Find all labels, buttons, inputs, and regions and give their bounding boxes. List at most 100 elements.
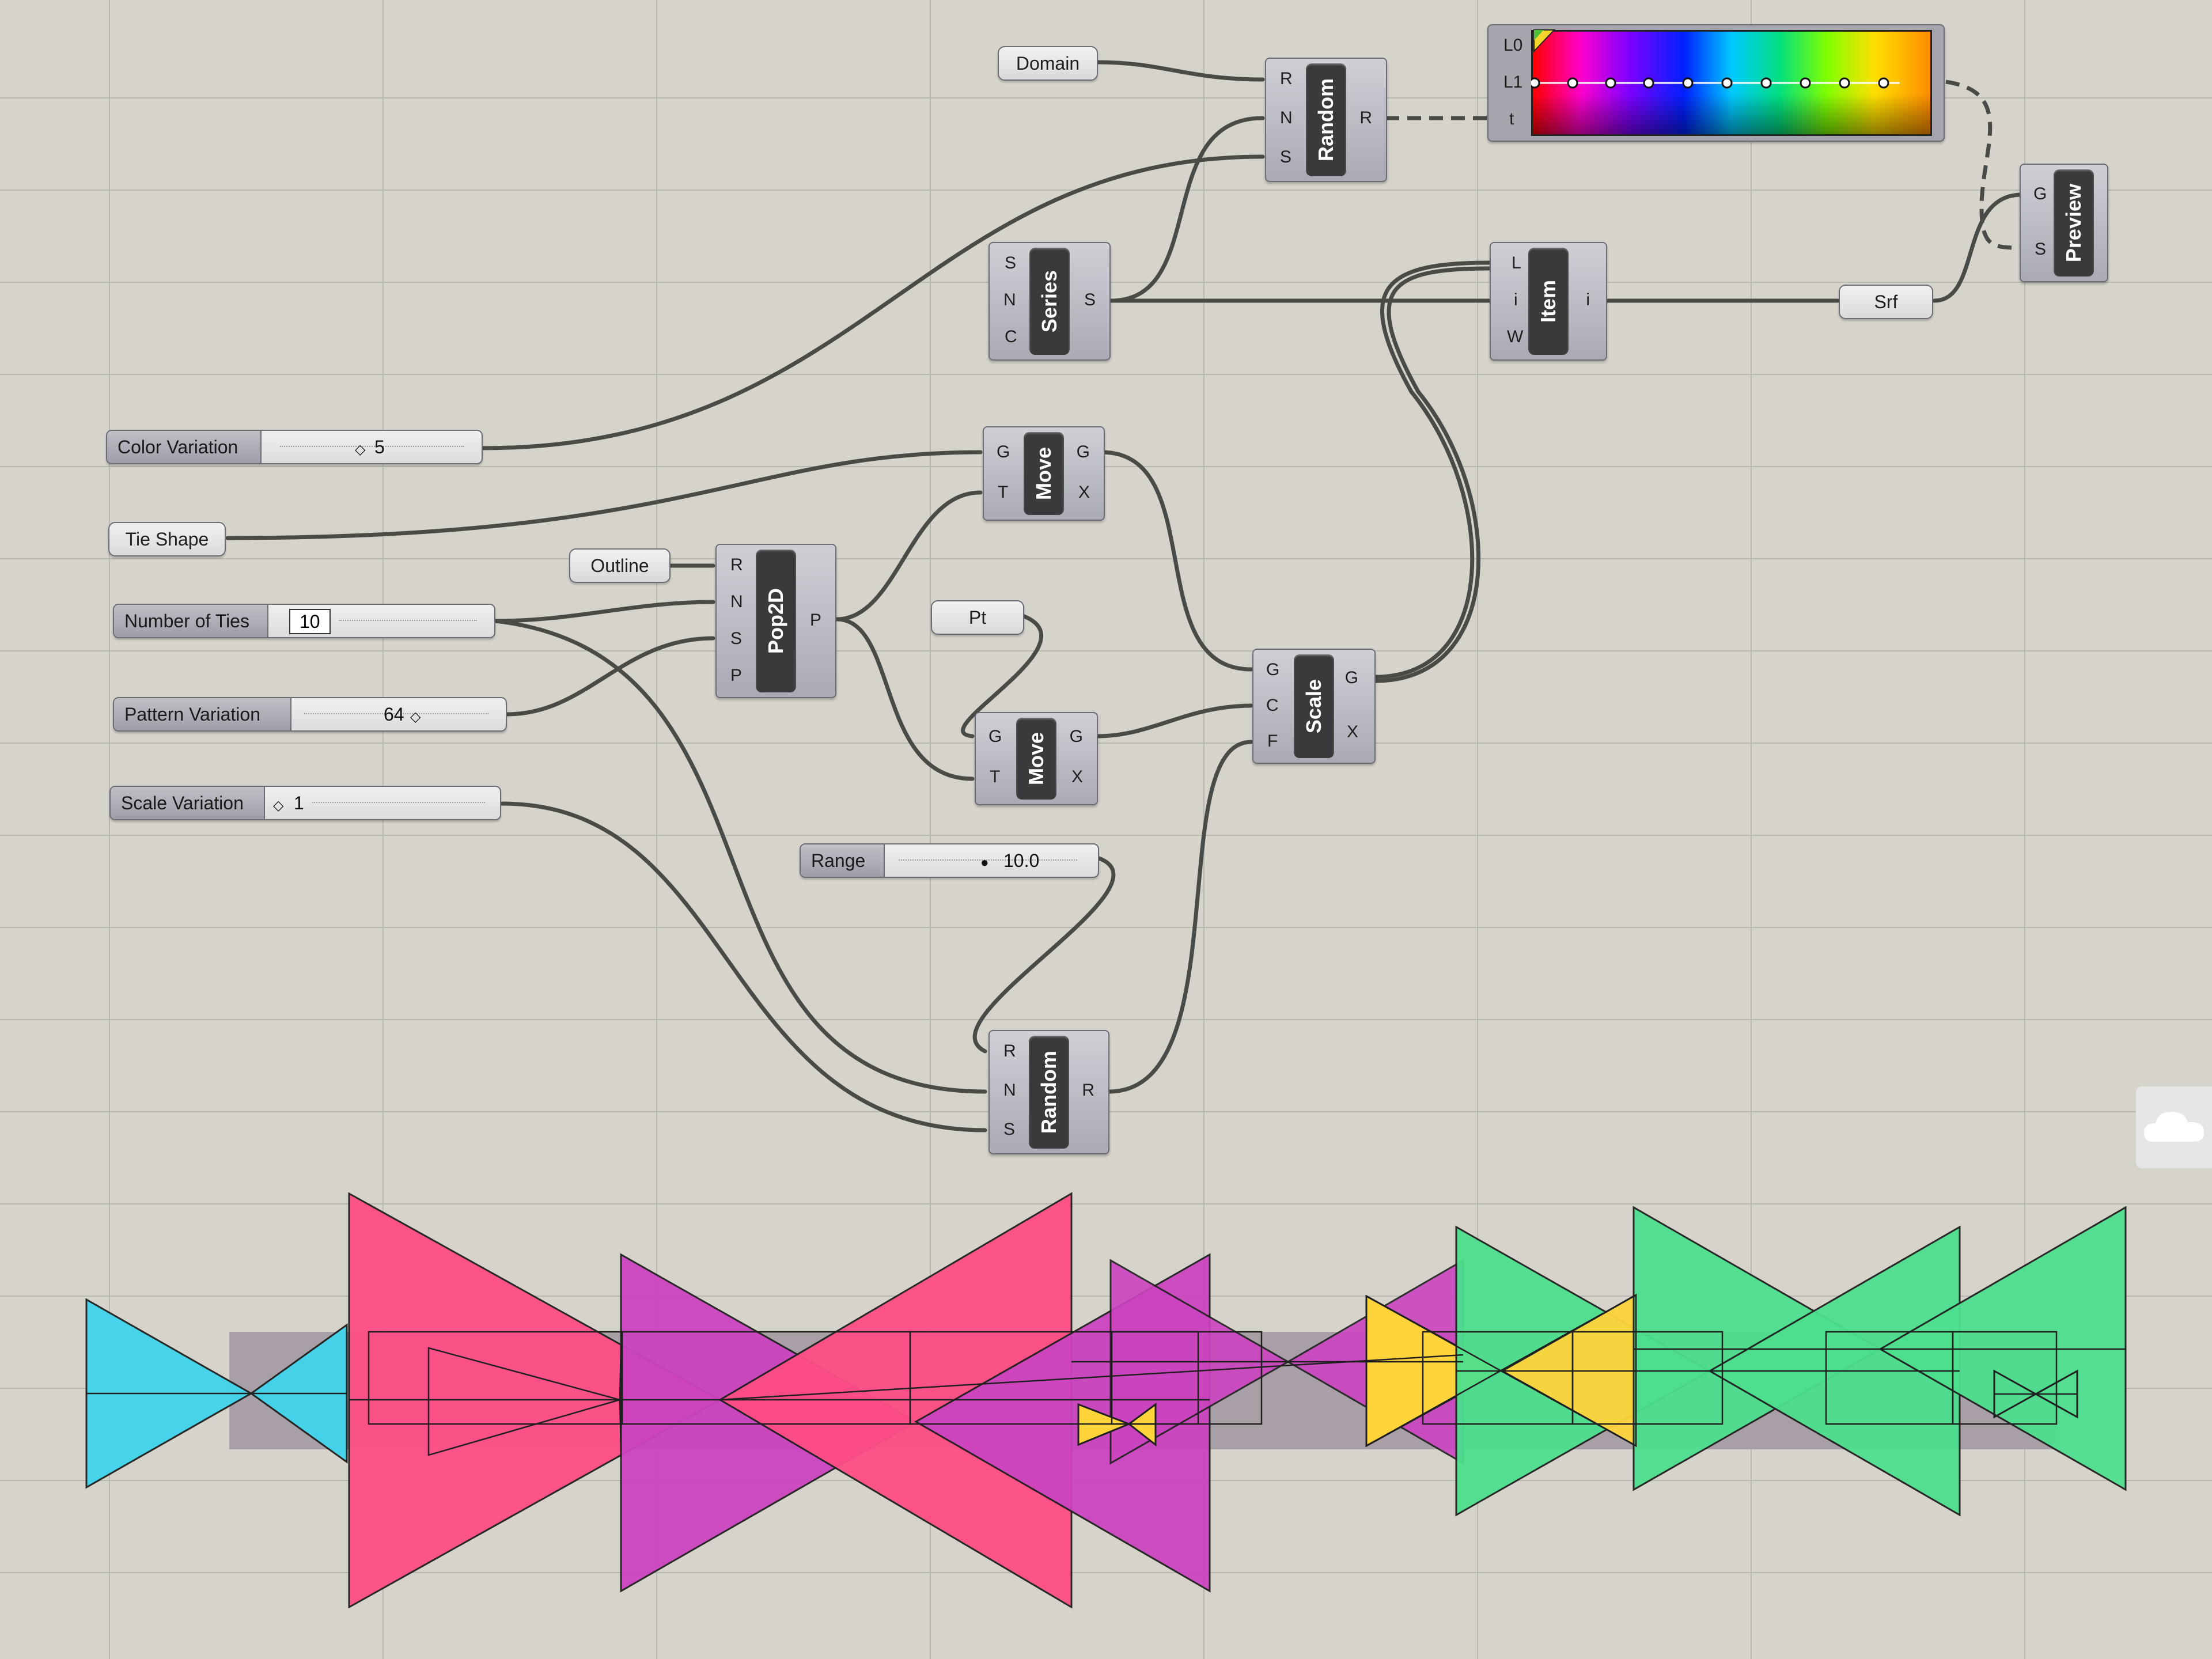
series-title[interactable]: Series	[1029, 248, 1070, 355]
random-top-input-r[interactable]: R	[1280, 69, 1293, 88]
gradient-input-l0[interactable]: L0	[1503, 36, 1523, 55]
series-input-s[interactable]: S	[1005, 253, 1017, 272]
pop2d-input-r[interactable]: R	[730, 555, 743, 574]
preview-input-s[interactable]: S	[2035, 240, 2047, 259]
gradient-component[interactable]: L0 L1 t	[1487, 24, 1945, 142]
tie-shape-param[interactable]: Tie Shape	[108, 522, 226, 556]
random-bottom-output-r[interactable]: R	[1082, 1081, 1094, 1100]
wire-pop2d-move-bottom	[834, 617, 975, 781]
pt-param[interactable]: Pt	[931, 600, 1024, 635]
move-component-top[interactable]: G T Move G X	[983, 426, 1105, 521]
item-output-i[interactable]: i	[1586, 290, 1590, 309]
random-bottom-input-n[interactable]: N	[1003, 1081, 1016, 1100]
move-bottom-input-t[interactable]: T	[990, 767, 1001, 786]
pattern-variation-knob[interactable]: ◇	[410, 709, 421, 725]
gradient-grips[interactable]	[1531, 25, 1934, 141]
wire-scale-random	[500, 801, 987, 1132]
series-input-c[interactable]: C	[1005, 327, 1017, 346]
move-bottom-input-g[interactable]: G	[988, 727, 1002, 746]
random-component-bottom[interactable]: R N S Random R	[988, 1030, 1109, 1154]
srf-param[interactable]: Srf	[1839, 285, 1933, 319]
series-component[interactable]: S N C Series S	[988, 242, 1111, 361]
pop2d-input-s[interactable]: S	[730, 629, 743, 648]
wire-scale-item	[1373, 260, 1491, 679]
scale-variation-track[interactable]	[312, 802, 485, 803]
pop2d-input-n[interactable]: N	[730, 592, 743, 611]
scale-output-x[interactable]: X	[1346, 722, 1358, 741]
move-bottom-output-g[interactable]: G	[1069, 727, 1083, 746]
wire-scale-item-b	[1373, 266, 1491, 683]
wire-num-random	[493, 619, 987, 1094]
random-bottom-input-r[interactable]: R	[1003, 1041, 1016, 1060]
gradient-input-l1[interactable]: L1	[1503, 73, 1523, 92]
range-knob[interactable]: ●	[980, 855, 989, 870]
gradient-input-t[interactable]: t	[1509, 109, 1514, 128]
preview-component[interactable]: G S Preview	[2020, 164, 2108, 282]
number-of-ties-slider[interactable]: Number of Ties 10	[113, 604, 495, 638]
pop2d-input-p[interactable]: P	[730, 666, 743, 685]
scale-variation-slider[interactable]: Scale Variation ◇ 1	[109, 786, 501, 820]
color-variation-slider[interactable]: Color Variation ◇ 5	[106, 430, 483, 464]
item-title[interactable]: Item	[1528, 248, 1569, 355]
scale-input-c[interactable]: C	[1266, 696, 1279, 715]
move-bottom-output-x[interactable]: X	[1071, 767, 1083, 786]
wire-move2-scale	[1095, 703, 1253, 738]
pattern-variation-label: Pattern Variation	[114, 698, 291, 730]
series-output-s[interactable]: S	[1084, 290, 1096, 309]
item-input-l[interactable]: L	[1512, 253, 1521, 272]
pattern-variation-track[interactable]	[304, 713, 488, 714]
scale-input-f[interactable]: F	[1267, 732, 1278, 751]
pop2d-title[interactable]: Pop2D	[756, 550, 796, 692]
wire-pattern-pop2d	[505, 636, 715, 717]
preview-input-g[interactable]: G	[2033, 184, 2047, 203]
number-of-ties-label: Number of Ties	[114, 605, 268, 637]
move-top-output-g[interactable]: G	[1076, 442, 1090, 461]
random-top-title[interactable]: Random	[1306, 63, 1346, 176]
color-variation-knob[interactable]: ◇	[355, 442, 366, 457]
random-bottom-title[interactable]: Random	[1029, 1036, 1069, 1149]
scale-title[interactable]: Scale	[1294, 654, 1334, 758]
move-bottom-title[interactable]: Move	[1016, 718, 1056, 800]
item-input-w[interactable]: W	[1507, 327, 1524, 346]
move-top-input-t[interactable]: T	[998, 483, 1009, 502]
number-of-ties-value[interactable]: 10	[289, 609, 331, 634]
random-top-output-r[interactable]: R	[1359, 108, 1372, 127]
scale-variation-knob[interactable]: ◇	[273, 798, 284, 813]
move-top-output-x[interactable]: X	[1078, 483, 1090, 502]
wire-pop2d-move-top	[834, 490, 983, 622]
wire-range-random	[972, 856, 1116, 1054]
random-top-input-n[interactable]: N	[1280, 108, 1293, 127]
range-track[interactable]	[899, 859, 1077, 861]
pattern-variation-slider[interactable]: Pattern Variation 64 ◇	[113, 697, 507, 732]
range-slider[interactable]: Range ● 10.0	[800, 843, 1099, 878]
wire-series-random	[1108, 116, 1265, 303]
wire-srf-preview	[1932, 192, 2024, 303]
preview-title[interactable]: Preview	[2054, 169, 2094, 276]
scale-component[interactable]: G C F Scale G X	[1252, 649, 1376, 764]
color-variation-track[interactable]	[280, 446, 464, 447]
wire-random-scale	[1107, 740, 1253, 1094]
color-variation-label: Color Variation	[107, 431, 262, 463]
move-top-title[interactable]: Move	[1024, 432, 1064, 515]
move-component-bottom[interactable]: G T Move G X	[975, 712, 1098, 805]
wire-num-pop2d	[493, 600, 715, 623]
cloud-widget[interactable]	[2136, 1086, 2212, 1168]
outline-param[interactable]: Outline	[569, 548, 671, 583]
domain-param[interactable]: Domain	[998, 46, 1098, 81]
scale-variation-value: 1	[294, 793, 304, 813]
pop2d-output-p[interactable]: P	[809, 611, 821, 630]
wire-tieshape-move	[225, 450, 983, 540]
pop2d-component[interactable]: R N S P Pop2D P	[715, 544, 836, 698]
move-top-input-g[interactable]: G	[997, 442, 1010, 461]
srf-label: Srf	[1874, 291, 1898, 312]
scale-output-g[interactable]: G	[1344, 668, 1358, 687]
series-input-n[interactable]: N	[1003, 290, 1016, 309]
item-input-i[interactable]: i	[1514, 290, 1518, 309]
number-of-ties-track[interactable]	[339, 620, 477, 621]
scale-input-g[interactable]: G	[1266, 660, 1280, 679]
random-top-input-s[interactable]: S	[1280, 147, 1292, 166]
random-bottom-input-s[interactable]: S	[1003, 1120, 1016, 1139]
random-component-top[interactable]: R N S Random R	[1265, 58, 1387, 182]
item-component[interactable]: L i W Item i	[1490, 242, 1607, 361]
